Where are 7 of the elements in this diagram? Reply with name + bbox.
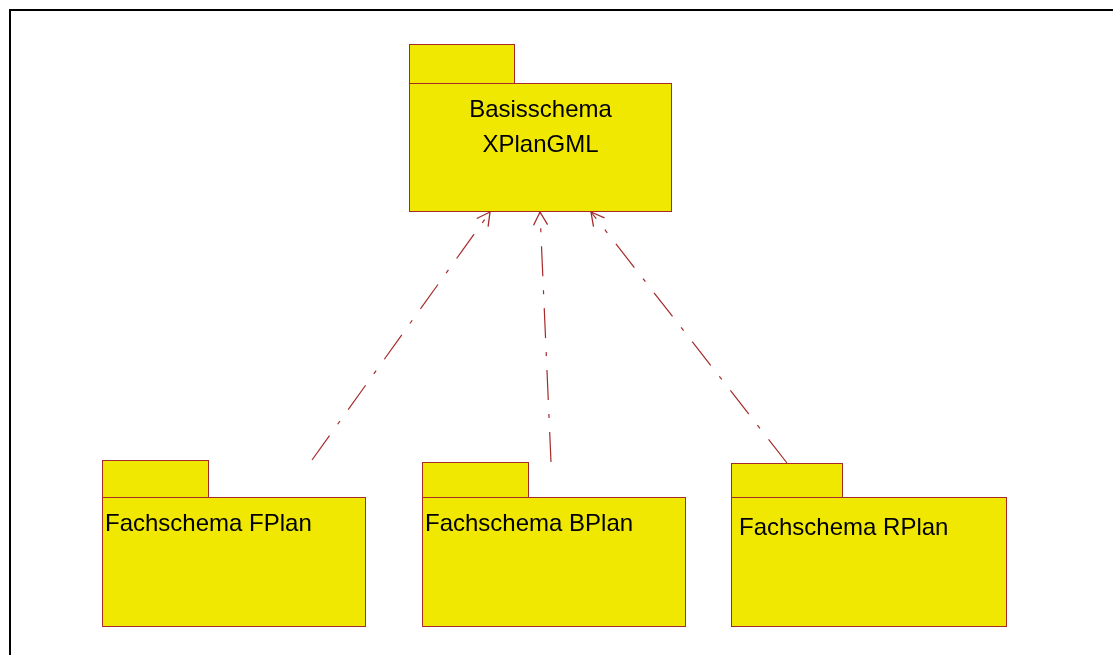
package-name: Basisschema XPlanGML	[468, 94, 613, 159]
dependency-arrow	[311, 211, 491, 461]
dependency-arrow	[532, 211, 552, 463]
dependency-arrow	[590, 211, 788, 464]
package-name: Fachschema BPlan	[425, 508, 634, 538]
package-name: Fachschema FPlan	[105, 508, 312, 538]
package-name: Fachschema RPlan	[739, 512, 949, 542]
